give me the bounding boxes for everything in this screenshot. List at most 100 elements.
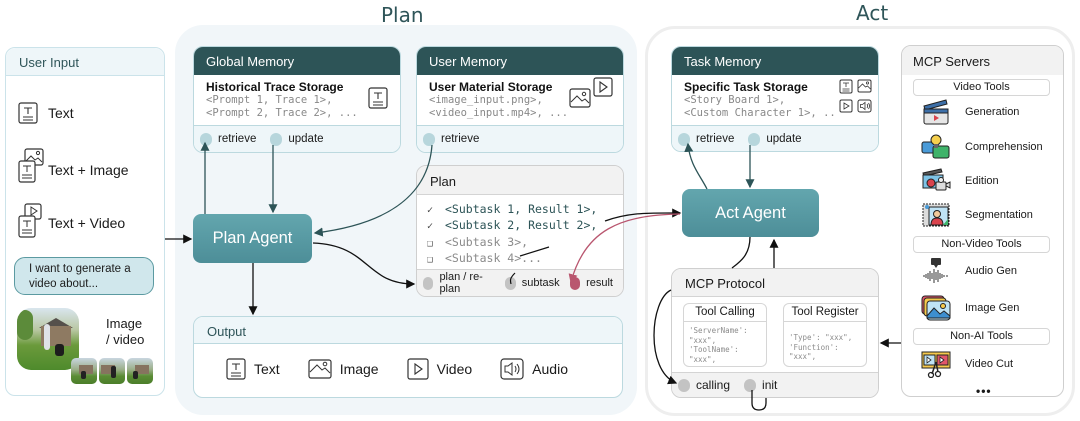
input-type-label: Text (48, 105, 74, 121)
clapperboard-icon (923, 99, 949, 125)
tool-calling-body: 'ServerName': "xxx", 'ToolName': "xxx", (689, 326, 748, 364)
storage-entry: <Prompt 1, Trace 1>, (206, 94, 333, 106)
port-label: result (586, 277, 613, 289)
port-label: retrieve (696, 133, 735, 145)
port-label: calling (696, 378, 731, 392)
wire-act-to-calling (653, 289, 678, 385)
server-audio-gen[interactable]: Audio Gen (921, 257, 1017, 285)
user-memory-title: User Memory (417, 47, 623, 75)
global-memory-card: Global Memory Historical Trace Storage <… (193, 46, 401, 153)
wire-subtask-port-link (509, 246, 550, 285)
update-port[interactable] (748, 132, 761, 146)
server-label: Segmentation (965, 209, 1033, 221)
video-play-icon (407, 358, 429, 380)
port-label: retrieve (441, 133, 480, 145)
storage-entry: <video_input.mp4>, ... (429, 107, 569, 119)
update-port[interactable] (270, 132, 283, 146)
video-frame-thumbnail (99, 358, 125, 384)
task-memory-title: Task Memory (672, 47, 878, 75)
output-item-audio: Audio (500, 358, 568, 380)
output-card: Output Text Image Video Audio (193, 316, 623, 398)
output-label: Video (436, 361, 473, 377)
wire-act-agent-to-result (568, 213, 681, 284)
wire-act-agent-to-mcp (731, 236, 751, 269)
input-type-text-video: Text + Video (18, 203, 125, 239)
checkbox-icon: ❑ (427, 253, 434, 265)
tool-register-body: 'Type': "xxx", 'Function': "xxx", (789, 333, 853, 361)
server-label: Audio Gen (965, 265, 1017, 277)
port-label: plan / re-plan (439, 271, 483, 295)
text-doc-icon (18, 102, 38, 124)
tool-calling-box: Tool Calling 'ServerName': "xxx", 'ToolN… (683, 303, 767, 367)
checkbox-icon: ❑ (427, 237, 434, 249)
wire-subtask-to-act-agent (604, 208, 682, 222)
check-icon: ✓ (427, 205, 434, 216)
storage-entry: <image_input.png>, (429, 94, 543, 106)
subtask-text: <Subtask 2, Result 2>, (445, 218, 598, 233)
mcp-protocol-title: MCP Protocol (672, 269, 878, 297)
video-frame-thumbnail (71, 358, 97, 384)
server-label: Generation (965, 106, 1020, 118)
text-doc-icon (839, 79, 853, 94)
wire-task-retrieve-from-act-agent (684, 142, 708, 190)
film-scissors-icon (921, 351, 951, 378)
server-label: Edition (965, 175, 999, 187)
input-type-text-image: Text + Image (18, 148, 129, 184)
audio-wave-icon (923, 258, 948, 283)
media-label-line: Image (106, 316, 143, 331)
init-port[interactable] (744, 378, 757, 392)
video-camera-edit-icon (922, 168, 951, 191)
wire-init-loop (751, 390, 767, 411)
server-segmentation[interactable]: Segmentation (921, 201, 1033, 229)
server-image-gen[interactable]: Image Gen (921, 294, 1019, 322)
speaker-icon (857, 99, 872, 113)
act-agent-node[interactable]: Act Agent (682, 189, 819, 237)
output-title: Output (194, 317, 622, 344)
tool-calling-title: Tool Calling (684, 304, 766, 322)
input-type-label: Text + Image (48, 162, 129, 178)
subtask-item: ✓<Subtask 2, Result 2>, (427, 218, 623, 234)
media-label-line: / video (106, 332, 145, 347)
subtask-text: <Subtask 3>, (445, 234, 529, 249)
subtask-item: ❑ <Subtask 3>, (427, 235, 623, 251)
plan-title: Plan (417, 166, 623, 195)
server-edition[interactable]: Edition (921, 167, 999, 195)
more-tools-ellipsis: ••• (976, 384, 992, 397)
tool-register-box: Tool Register 'Type': "xxx", 'Function':… (783, 303, 867, 367)
output-label: Audio (532, 361, 568, 377)
port-label: update (288, 133, 324, 145)
storage-entry: <Custom Character 1>, .. (684, 107, 836, 119)
server-label: Video Cut (965, 358, 1014, 370)
video-play-icon (839, 99, 853, 113)
output-item-video: Video (407, 358, 473, 380)
wire-user-retrieve-to-plan-agent (313, 144, 433, 237)
plan-replan-port[interactable] (423, 276, 434, 290)
subtask-item: ❑<Subtask 4>... (427, 251, 623, 267)
category-non-ai-tools: Non-AI Tools (913, 328, 1050, 345)
retrieve-port[interactable] (423, 132, 435, 146)
mcp-servers-title: MCP Servers (902, 46, 1063, 75)
plan-section-title: Plan (381, 3, 424, 27)
storage-title: Specific Task Storage (684, 80, 808, 94)
image-icon (308, 359, 332, 379)
global-memory-title: Global Memory (194, 47, 400, 75)
act-section-title: Act (856, 1, 889, 25)
idea-chat-icon (921, 134, 950, 159)
text-doc-icon (368, 87, 388, 109)
retrieve-port[interactable] (678, 132, 690, 146)
text-doc-icon (226, 358, 246, 380)
server-generation[interactable]: Generation (921, 98, 1019, 126)
user-memory-card: User Memory User Material Storage <image… (416, 46, 624, 153)
segmentation-icon (922, 203, 950, 227)
storage-entry: <Story Board 1>, (684, 94, 786, 106)
port-label: subtask (521, 277, 560, 289)
calling-port[interactable] (678, 378, 690, 392)
prompt-bubble: I want to generate a video about... (14, 257, 154, 295)
plan-agent-node[interactable]: Plan Agent (193, 214, 312, 263)
mcp-servers-card: MCP Servers Video Tools Generation Compr… (901, 45, 1064, 397)
server-comprehension[interactable]: Comprehension (921, 133, 1043, 161)
storage-title: User Material Storage (429, 80, 553, 94)
video-play-icon (593, 77, 613, 97)
server-video-cut[interactable]: Video Cut (921, 350, 1013, 378)
